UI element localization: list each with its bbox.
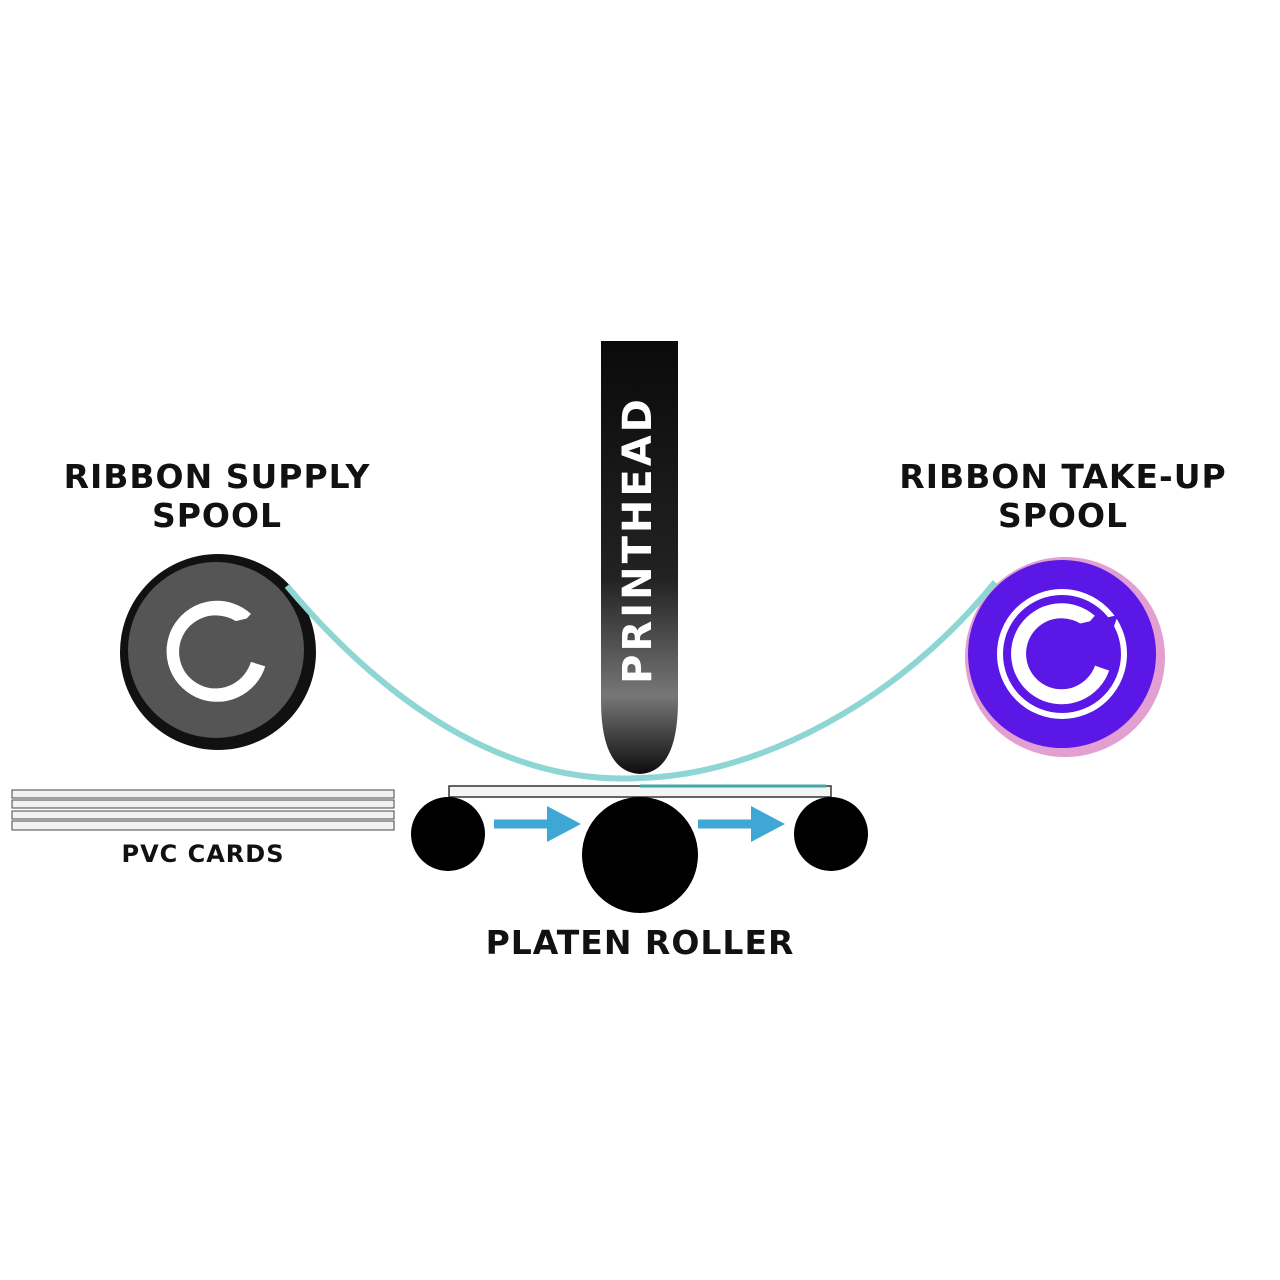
rotate-clockwise-icon [997, 589, 1127, 719]
pvc-cards-label: PVC CARDS [121, 840, 284, 868]
pvc-card-stack [11, 789, 395, 831]
platen-roller-label: PLATEN ROLLER [486, 923, 795, 962]
card-in-printer [448, 785, 832, 798]
arrow-right-icon [494, 806, 581, 842]
supply-spool-label-line1: RIBBON SUPPLY [64, 457, 371, 496]
rotate-clockwise-icon [166, 600, 270, 702]
ribbon-path [284, 580, 998, 782]
takeup-spool-label-line1: RIBBON TAKE-UP [899, 457, 1226, 496]
platen-roller [582, 797, 698, 913]
right-feed-roller [794, 797, 868, 871]
supply-spool-label-line2: SPOOL [152, 496, 282, 535]
left-feed-roller [411, 797, 485, 871]
arrow-right-icon [698, 806, 785, 842]
takeup-spool-body [968, 560, 1156, 748]
printhead-label: PRINTHEAD [615, 396, 661, 684]
takeup-spool-label-line2: SPOOL [998, 496, 1128, 535]
ribbon-supply-spool [120, 554, 316, 750]
supply-spool-body [128, 562, 304, 738]
printhead: PRINTHEAD [601, 341, 678, 774]
ribbon-take-up-spool [965, 557, 1165, 757]
